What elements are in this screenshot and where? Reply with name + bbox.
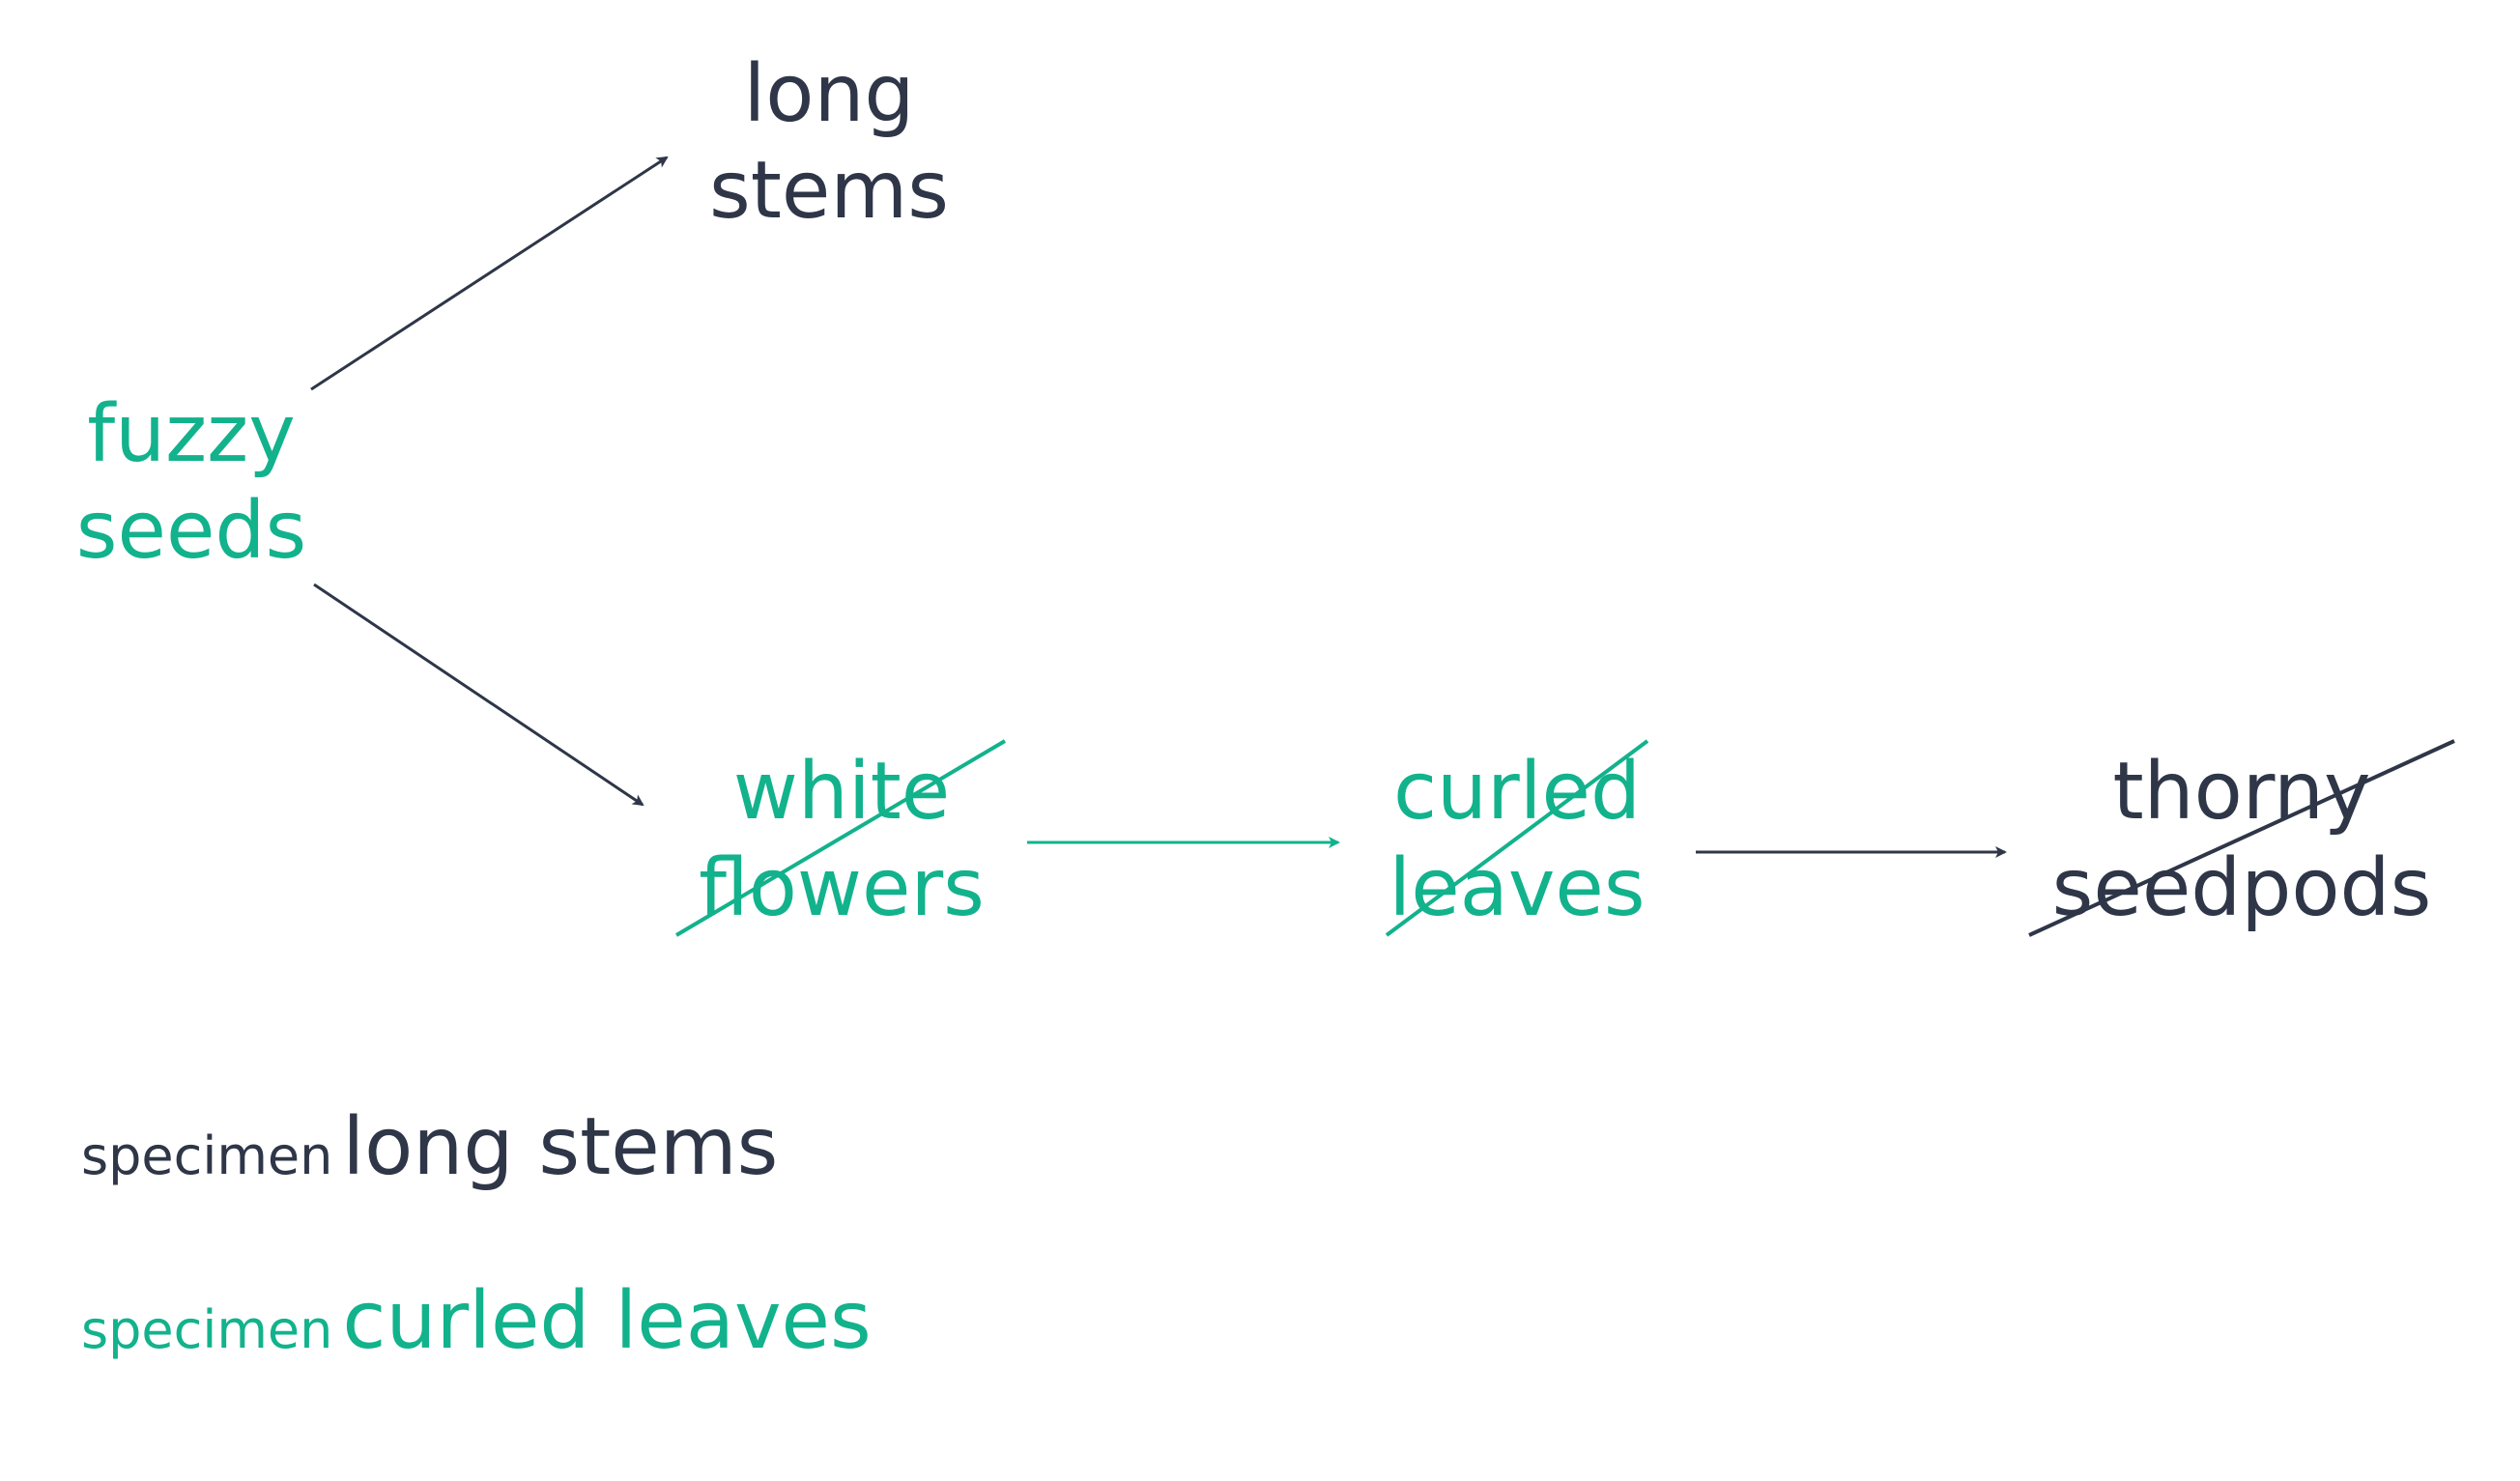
legend-prefix: specimen	[81, 1299, 333, 1360]
node-curled-leaves-line2: leaves	[1389, 842, 1646, 934]
node-white-flowers-line2: flowers	[699, 842, 985, 934]
arrow-fuzzy-to-white	[313, 583, 644, 807]
strike-thorny-seedpods	[2028, 739, 2455, 937]
node-long-stems: long stems	[696, 46, 962, 240]
node-fuzzy-seeds-line2: seeds	[75, 485, 307, 577]
legend-prefix: specimen	[81, 1125, 333, 1186]
node-thorny-seedpods-line1: thorny	[2112, 746, 2371, 838]
node-curled-leaves-line1: curled	[1392, 746, 1642, 838]
node-long-stems-line1: long	[743, 48, 915, 140]
arrow-fuzzy-to-long	[310, 156, 669, 391]
node-curled-leaves: curled leaves	[1372, 744, 1662, 937]
strike-white-flowers	[674, 739, 1007, 937]
node-fuzzy-seeds-line1: fuzzy	[87, 388, 296, 480]
legend-label: long stems	[342, 1101, 779, 1193]
node-thorny-seedpods-line2: seedpods	[2051, 842, 2432, 934]
node-long-stems-line2: stems	[709, 145, 949, 237]
node-thorny-seedpods: thorny seedpods	[2029, 744, 2454, 937]
node-white-flowers: white flowers	[676, 744, 1007, 937]
legend-label: curled leaves	[342, 1275, 872, 1367]
strike-curled-leaves	[1385, 739, 1649, 937]
node-fuzzy-seeds: fuzzy seeds	[58, 386, 325, 580]
node-white-flowers-line1: white	[732, 746, 951, 838]
